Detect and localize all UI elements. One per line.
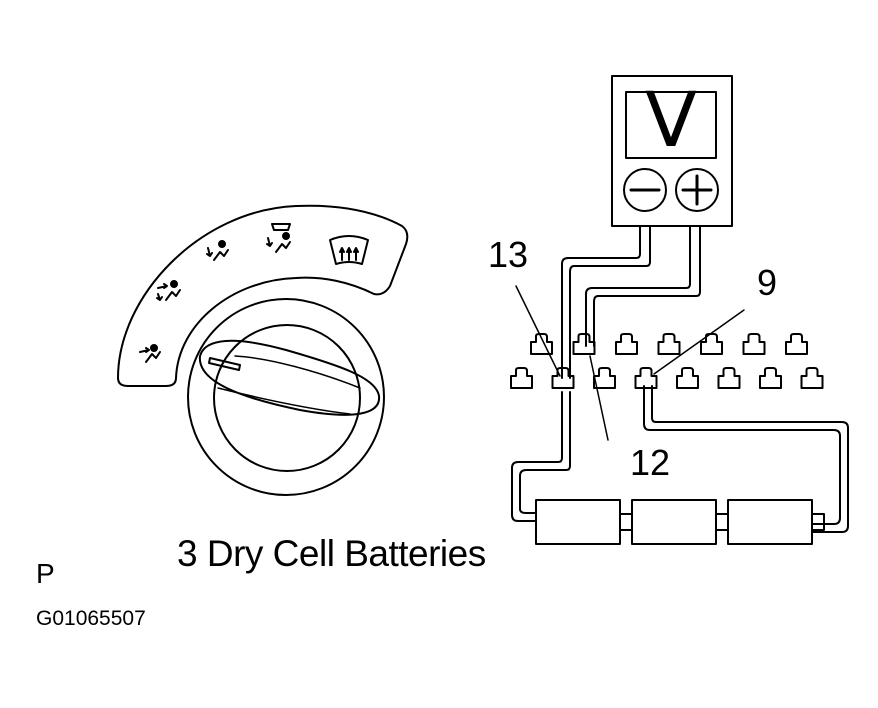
connector-bottom-pin [676, 367, 699, 389]
batteries-label: 3 Dry Cell Batteries [177, 533, 486, 574]
figure-code: G01065507 [36, 607, 146, 630]
knob-handle-edge [217, 387, 351, 415]
voltmeter-negative-terminal[interactable] [623, 168, 667, 212]
terminal-9-label: 9 [757, 262, 778, 303]
connector-top-pin [657, 333, 681, 355]
bi-level-icon [156, 280, 181, 301]
connector-bottom-pin [717, 367, 741, 389]
leader-9 [653, 309, 745, 375]
battery-cell [727, 499, 813, 545]
foot-icon [206, 240, 229, 261]
voltmeter-body [611, 75, 733, 227]
mode-selector-panel [117, 204, 409, 496]
connector-top-pin [785, 333, 808, 355]
voltmeter-display [625, 91, 717, 159]
connector-bottom-pin [634, 367, 658, 389]
connector-bottom-pin [510, 367, 533, 389]
connector-bottom-pin [759, 367, 782, 389]
knob-handle-highlight [208, 357, 241, 371]
voltmeter-display-letter: V [645, 75, 697, 164]
connector-bottom-pin [593, 367, 616, 389]
battery-cell [535, 499, 621, 545]
battery-terminal [811, 513, 825, 531]
knob-handle[interactable] [198, 339, 381, 416]
battery-cell [631, 499, 717, 545]
voltmeter-positive-terminal[interactable] [675, 168, 719, 212]
connector-top-pin [700, 333, 723, 355]
knob-handle-ridge [234, 355, 361, 389]
battery-pack [535, 499, 825, 545]
connector-top-pin [572, 333, 596, 355]
connector-top-pin [530, 333, 553, 355]
connector-bottom-row [510, 367, 824, 389]
knob-outer-ring [187, 298, 385, 496]
leader-12 [589, 355, 609, 441]
voltmeter [611, 75, 733, 227]
connector-top-pin [615, 333, 638, 355]
terminal-12-label: 12 [630, 442, 671, 483]
leader-13 [515, 285, 561, 377]
battery-terminal [715, 513, 729, 531]
connector-top-row [530, 333, 808, 355]
knob-inner-ring [213, 324, 361, 472]
plus-icon [681, 174, 713, 206]
mode-selector-arc [117, 204, 409, 387]
leader-lines [515, 285, 745, 441]
connector-bottom-pin [800, 367, 824, 389]
face-vent-icon [139, 344, 161, 363]
terminal-13-label: 13 [488, 234, 529, 275]
test-leads [511, 225, 849, 533]
foot-defrost-icon [266, 223, 291, 253]
connector-top-pin [742, 333, 766, 355]
defrost-icon [329, 235, 369, 265]
battery-terminal [619, 513, 633, 531]
view-letter: P [36, 558, 55, 589]
